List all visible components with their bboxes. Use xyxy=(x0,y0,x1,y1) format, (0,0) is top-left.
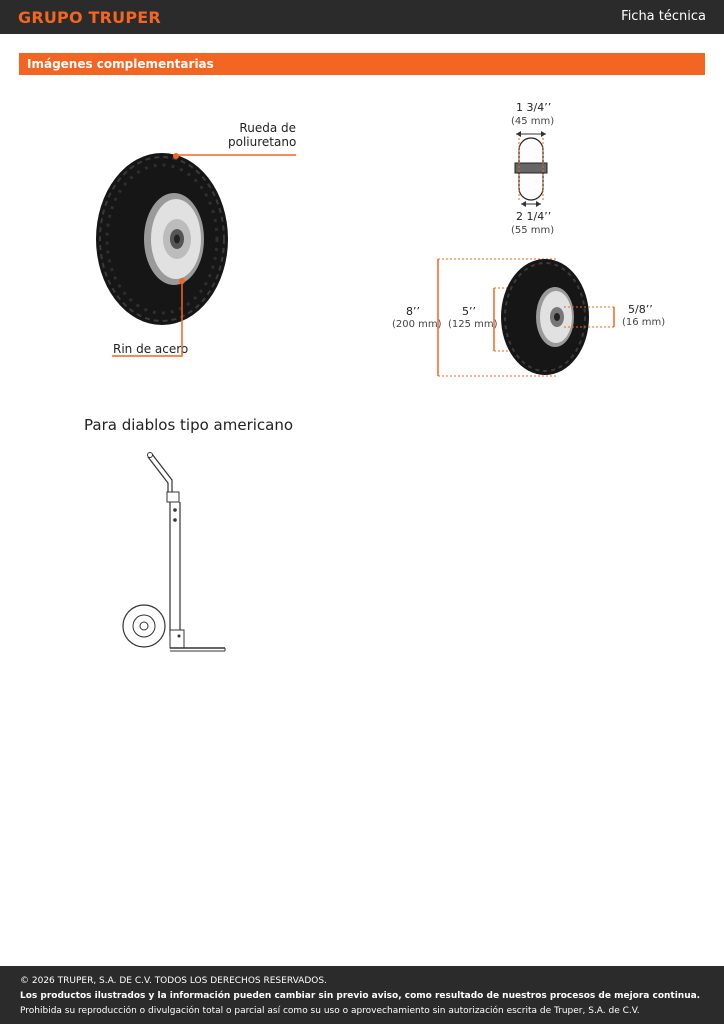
outer-diameter-mm: (200 mm) xyxy=(392,319,442,330)
section-header: Imágenes complementarias xyxy=(19,53,705,75)
wheel-illustration xyxy=(96,153,228,325)
section-title: Imágenes complementarias xyxy=(27,57,214,71)
wheel-side-profile xyxy=(514,131,548,207)
callout-tire-label: Rueda de poliuretano xyxy=(228,121,297,149)
usage-title: Para diablos tipo americano xyxy=(84,416,294,434)
callout-tire-leader xyxy=(176,154,296,156)
width-bottom-in: 2 1/4’’ xyxy=(516,210,552,223)
header-bar: GRUPO TRUPER Ficha técnica xyxy=(0,0,724,34)
callout-rim-label: Rin de acero xyxy=(113,342,189,356)
brand-logo: GRUPO TRUPER xyxy=(18,8,161,27)
rim-diameter-mm: (125 mm) xyxy=(448,319,498,330)
footer-legal: Prohibida su reproducción o divulgación … xyxy=(20,1006,640,1016)
bore-mm: (16 mm) xyxy=(622,317,666,328)
width-top-in: 1 3/4’’ xyxy=(516,101,552,114)
callout-rim-leader xyxy=(112,282,183,357)
bore-in: 5/8’’ xyxy=(628,303,653,316)
hand-truck-drawing xyxy=(122,452,226,652)
footer-copyright: © 2026 TRUPER, S.A. DE C.V. TODOS LOS DE… xyxy=(20,976,327,986)
footer-notice: Los productos ilustrados y la informació… xyxy=(20,991,701,1001)
width-bottom-mm: (55 mm) xyxy=(511,225,555,236)
doc-type-label: Ficha técnica xyxy=(621,9,706,24)
wheel-dimension-diagram xyxy=(437,258,615,377)
width-top-mm: (45 mm) xyxy=(511,116,555,127)
footer: © 2026 TRUPER, S.A. DE C.V. TODOS LOS DE… xyxy=(0,966,724,1024)
rim-diameter-in: 5’’ xyxy=(462,305,476,318)
outer-diameter-in: 8’’ xyxy=(406,305,420,318)
